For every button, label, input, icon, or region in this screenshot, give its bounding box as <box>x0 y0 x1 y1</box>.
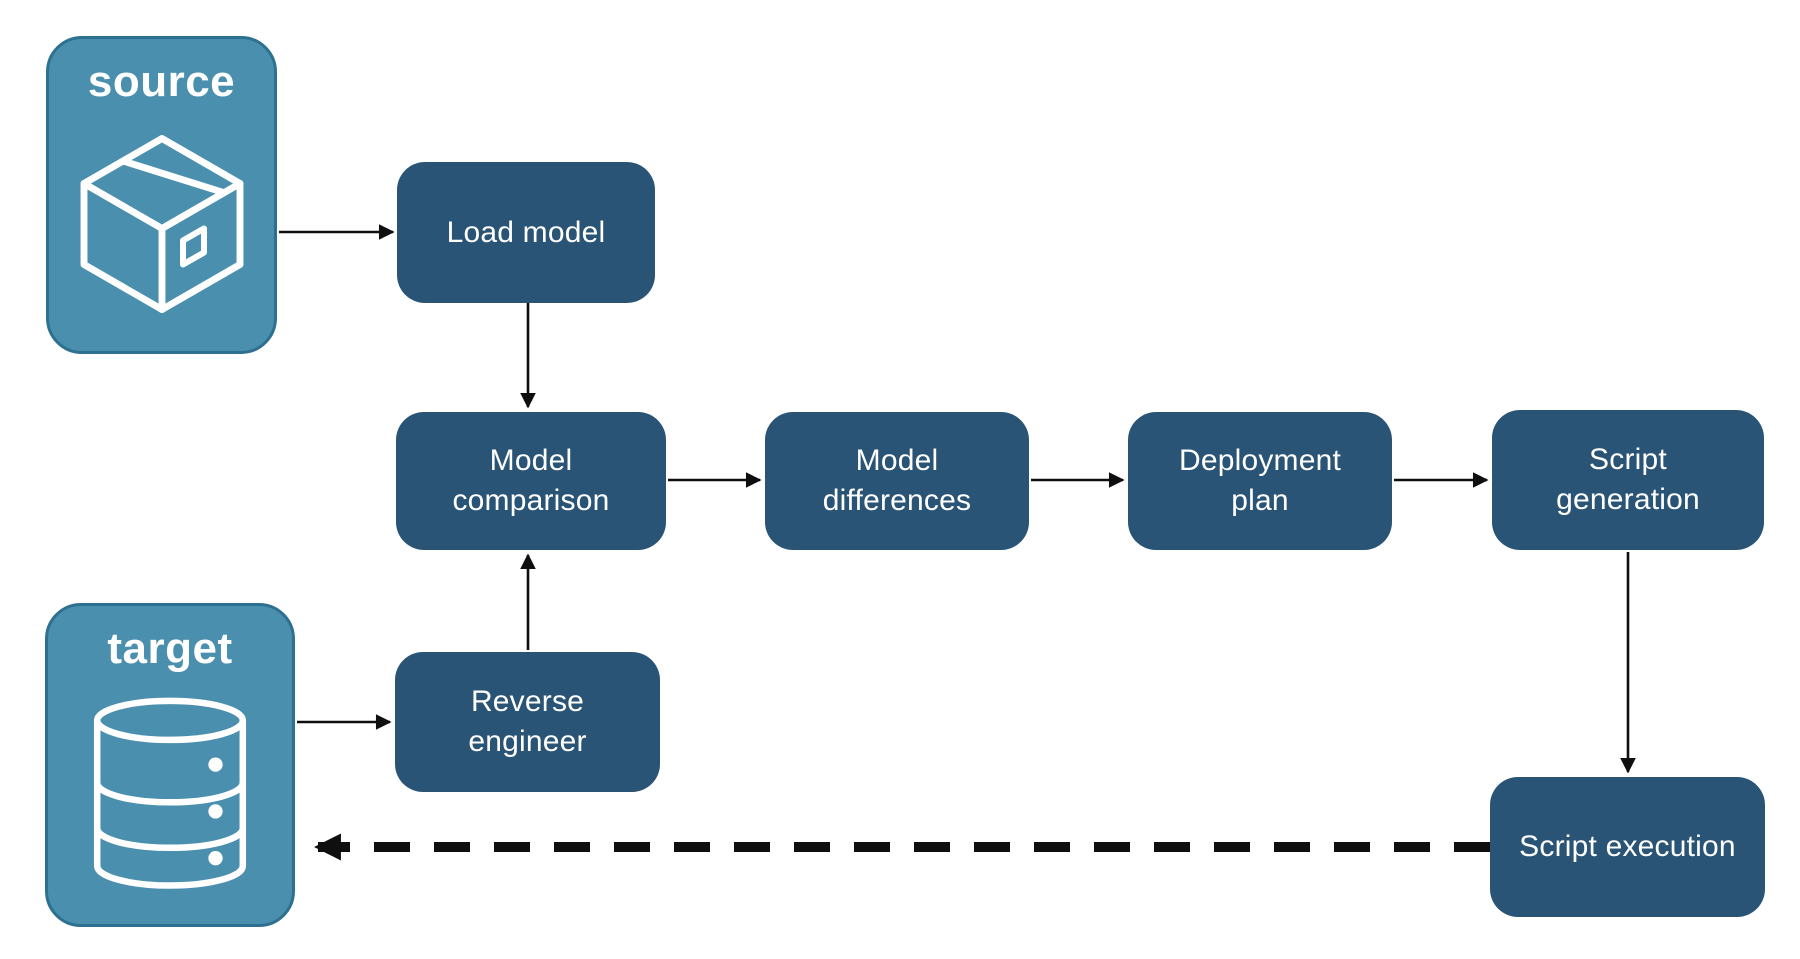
node-deployment-plan: Deployment plan <box>1128 412 1392 550</box>
node-model-comparison-label: Model comparison <box>452 444 610 517</box>
container-source: source <box>46 36 277 354</box>
container-target: target <box>45 603 295 927</box>
node-model-differences: Model differences <box>765 412 1029 550</box>
node-load-model: Load model <box>397 162 655 303</box>
node-script-generation: Script generation <box>1492 410 1764 550</box>
node-model-comparison: Model comparison <box>396 412 666 550</box>
node-model-differences-label: Model differences <box>822 444 972 517</box>
node-load-model-label: Load model <box>446 215 606 249</box>
node-script-execution-label: Script execution <box>1519 830 1736 863</box>
node-deployment-plan-label: Deployment plan <box>1178 444 1342 517</box>
node-script-generation-label: Script generation <box>1556 443 1700 516</box>
container-source-label: source <box>87 57 236 106</box>
node-script-execution: Script execution <box>1490 777 1765 917</box>
node-reverse-engineer: Reverse engineer <box>395 652 660 792</box>
container-target-label: target <box>107 624 233 673</box>
database-icon <box>48 674 292 924</box>
package-icon <box>49 107 274 351</box>
node-reverse-engineer-label: Reverse engineer <box>468 685 587 758</box>
